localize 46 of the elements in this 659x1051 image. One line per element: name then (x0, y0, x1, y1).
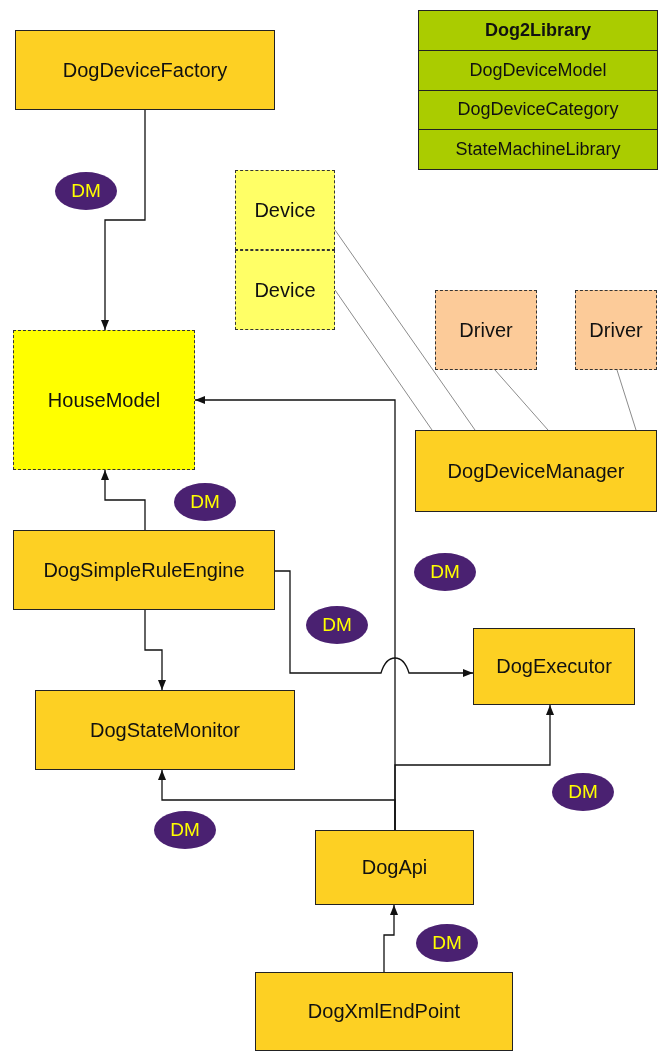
arrow (144, 609, 166, 691)
node-label: HouseModel (47, 388, 161, 412)
ellipse-label: DM (71, 180, 101, 202)
table-heading: Dog2Library (484, 18, 592, 42)
component-box (473, 628, 635, 705)
node-label: DogStateMonitor (89, 718, 241, 742)
component-box (13, 530, 275, 610)
arrow (101, 109, 146, 331)
driver-box (435, 290, 537, 370)
node-label: DogDeviceFactory (62, 58, 228, 82)
library-table (418, 10, 658, 170)
node-label: Device (254, 198, 316, 222)
node-label: DogXmlEndPoint (307, 1000, 461, 1023)
component-box (15, 30, 275, 110)
arrow (101, 469, 146, 531)
component-box (255, 972, 513, 1051)
component-box (35, 690, 295, 770)
node-label: Driver (459, 318, 513, 342)
node-label: DogApi (361, 856, 428, 879)
ellipse-label: DM (322, 614, 352, 636)
arrow (274, 570, 474, 677)
connector-line (616, 369, 637, 431)
node-label: Driver (589, 318, 643, 342)
ellipse-label: DM (190, 491, 220, 513)
connector-line (334, 229, 476, 431)
connector-line (334, 289, 433, 431)
table-row: DogDeviceCategory (419, 89, 657, 130)
arrow (383, 904, 398, 973)
model-box (13, 330, 195, 470)
table-row: StateMachineLibrary (419, 129, 657, 169)
arrow (394, 704, 554, 831)
driver-box (575, 290, 657, 370)
ellipse-label: DM (568, 781, 598, 803)
ellipse-label: DM (432, 932, 462, 954)
table-row: DogDeviceModel (419, 49, 657, 90)
connector-line (494, 369, 549, 431)
node-label: DogDeviceManager (447, 459, 625, 483)
device-box (235, 250, 335, 330)
device-box (235, 170, 335, 250)
component-box (315, 830, 474, 905)
node-label: DogSimpleRuleEngine (43, 558, 245, 582)
node-label: Device (254, 278, 316, 302)
ellipse-label: DM (430, 561, 460, 583)
node-label: DogExecutor (496, 655, 612, 678)
ellipse-label: DM (170, 819, 200, 841)
component-box (415, 430, 657, 512)
